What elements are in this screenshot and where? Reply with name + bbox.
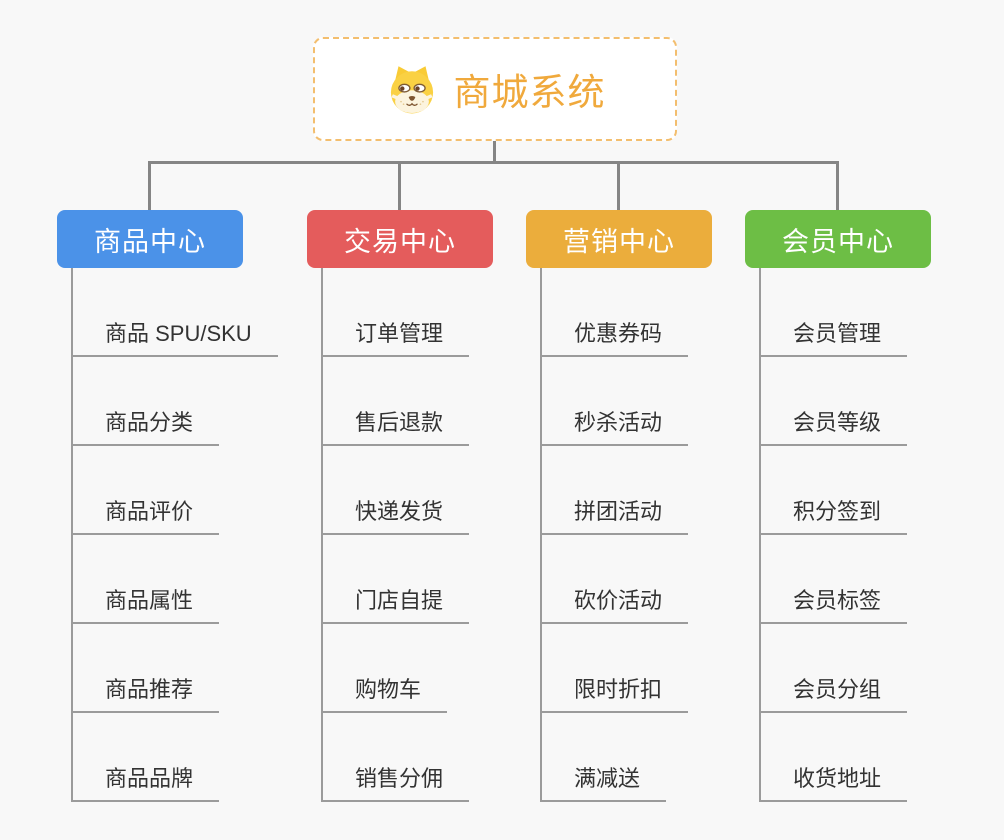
leaf-node[interactable]: 会员等级	[761, 357, 908, 446]
leaf-node[interactable]: 购物车	[323, 624, 448, 713]
branch-label: 交易中心	[344, 226, 456, 257]
connector-branch-drop	[617, 161, 620, 210]
connector-bus-line	[148, 161, 839, 164]
leaf-node[interactable]: 商品属性	[73, 535, 220, 624]
leaf-node[interactable]: 商品推荐	[73, 624, 220, 713]
root-title: 商城系统	[453, 72, 606, 113]
leaf-node[interactable]: 积分签到	[761, 446, 908, 535]
leaf-node[interactable]: 订单管理	[323, 268, 470, 357]
connector-root-drop	[493, 141, 496, 163]
connector-branch-drop	[836, 161, 839, 210]
branch-children-column: 会员管理会员等级积分签到会员标签会员分组收货地址	[759, 268, 908, 802]
branch-children-column: 订单管理售后退款快递发货门店自提购物车销售分佣	[321, 268, 470, 802]
leaf-node[interactable]: 拼团活动	[542, 446, 689, 535]
branch-label: 营销中心	[563, 226, 675, 257]
leaf-node[interactable]: 商品品牌	[73, 713, 220, 802]
leaf-node[interactable]: 会员管理	[761, 268, 908, 357]
branch-node[interactable]: 商品中心	[57, 210, 243, 268]
dog-face-icon	[385, 62, 439, 116]
leaf-node[interactable]: 商品评价	[73, 446, 220, 535]
leaf-node[interactable]: 商品分类	[73, 357, 220, 446]
leaf-node[interactable]: 商品 SPU/SKU	[73, 268, 278, 357]
branch-node[interactable]: 会员中心	[745, 210, 931, 268]
leaf-node[interactable]: 销售分佣	[323, 713, 470, 802]
leaf-node[interactable]: 售后退款	[323, 357, 470, 446]
branch-node[interactable]: 营销中心	[526, 210, 712, 268]
branch-label: 商品中心	[94, 226, 206, 257]
leaf-node[interactable]: 砍价活动	[542, 535, 689, 624]
leaf-node[interactable]: 门店自提	[323, 535, 470, 624]
leaf-node[interactable]: 会员分组	[761, 624, 908, 713]
leaf-node[interactable]: 收货地址	[761, 713, 908, 802]
branch-children-column: 优惠券码秒杀活动拼团活动砍价活动限时折扣满减送	[540, 268, 689, 802]
connector-branch-drop	[398, 161, 401, 210]
connector-branch-drop	[148, 161, 151, 210]
leaf-node[interactable]: 优惠券码	[542, 268, 689, 357]
leaf-node[interactable]: 限时折扣	[542, 624, 689, 713]
leaf-node[interactable]: 会员标签	[761, 535, 908, 624]
leaf-node[interactable]: 满减送	[542, 713, 667, 802]
leaf-node[interactable]: 快递发货	[323, 446, 470, 535]
branch-label: 会员中心	[782, 226, 894, 257]
branch-node[interactable]: 交易中心	[307, 210, 493, 268]
leaf-node[interactable]: 秒杀活动	[542, 357, 689, 446]
root-node[interactable]: 商城系统	[313, 37, 677, 141]
